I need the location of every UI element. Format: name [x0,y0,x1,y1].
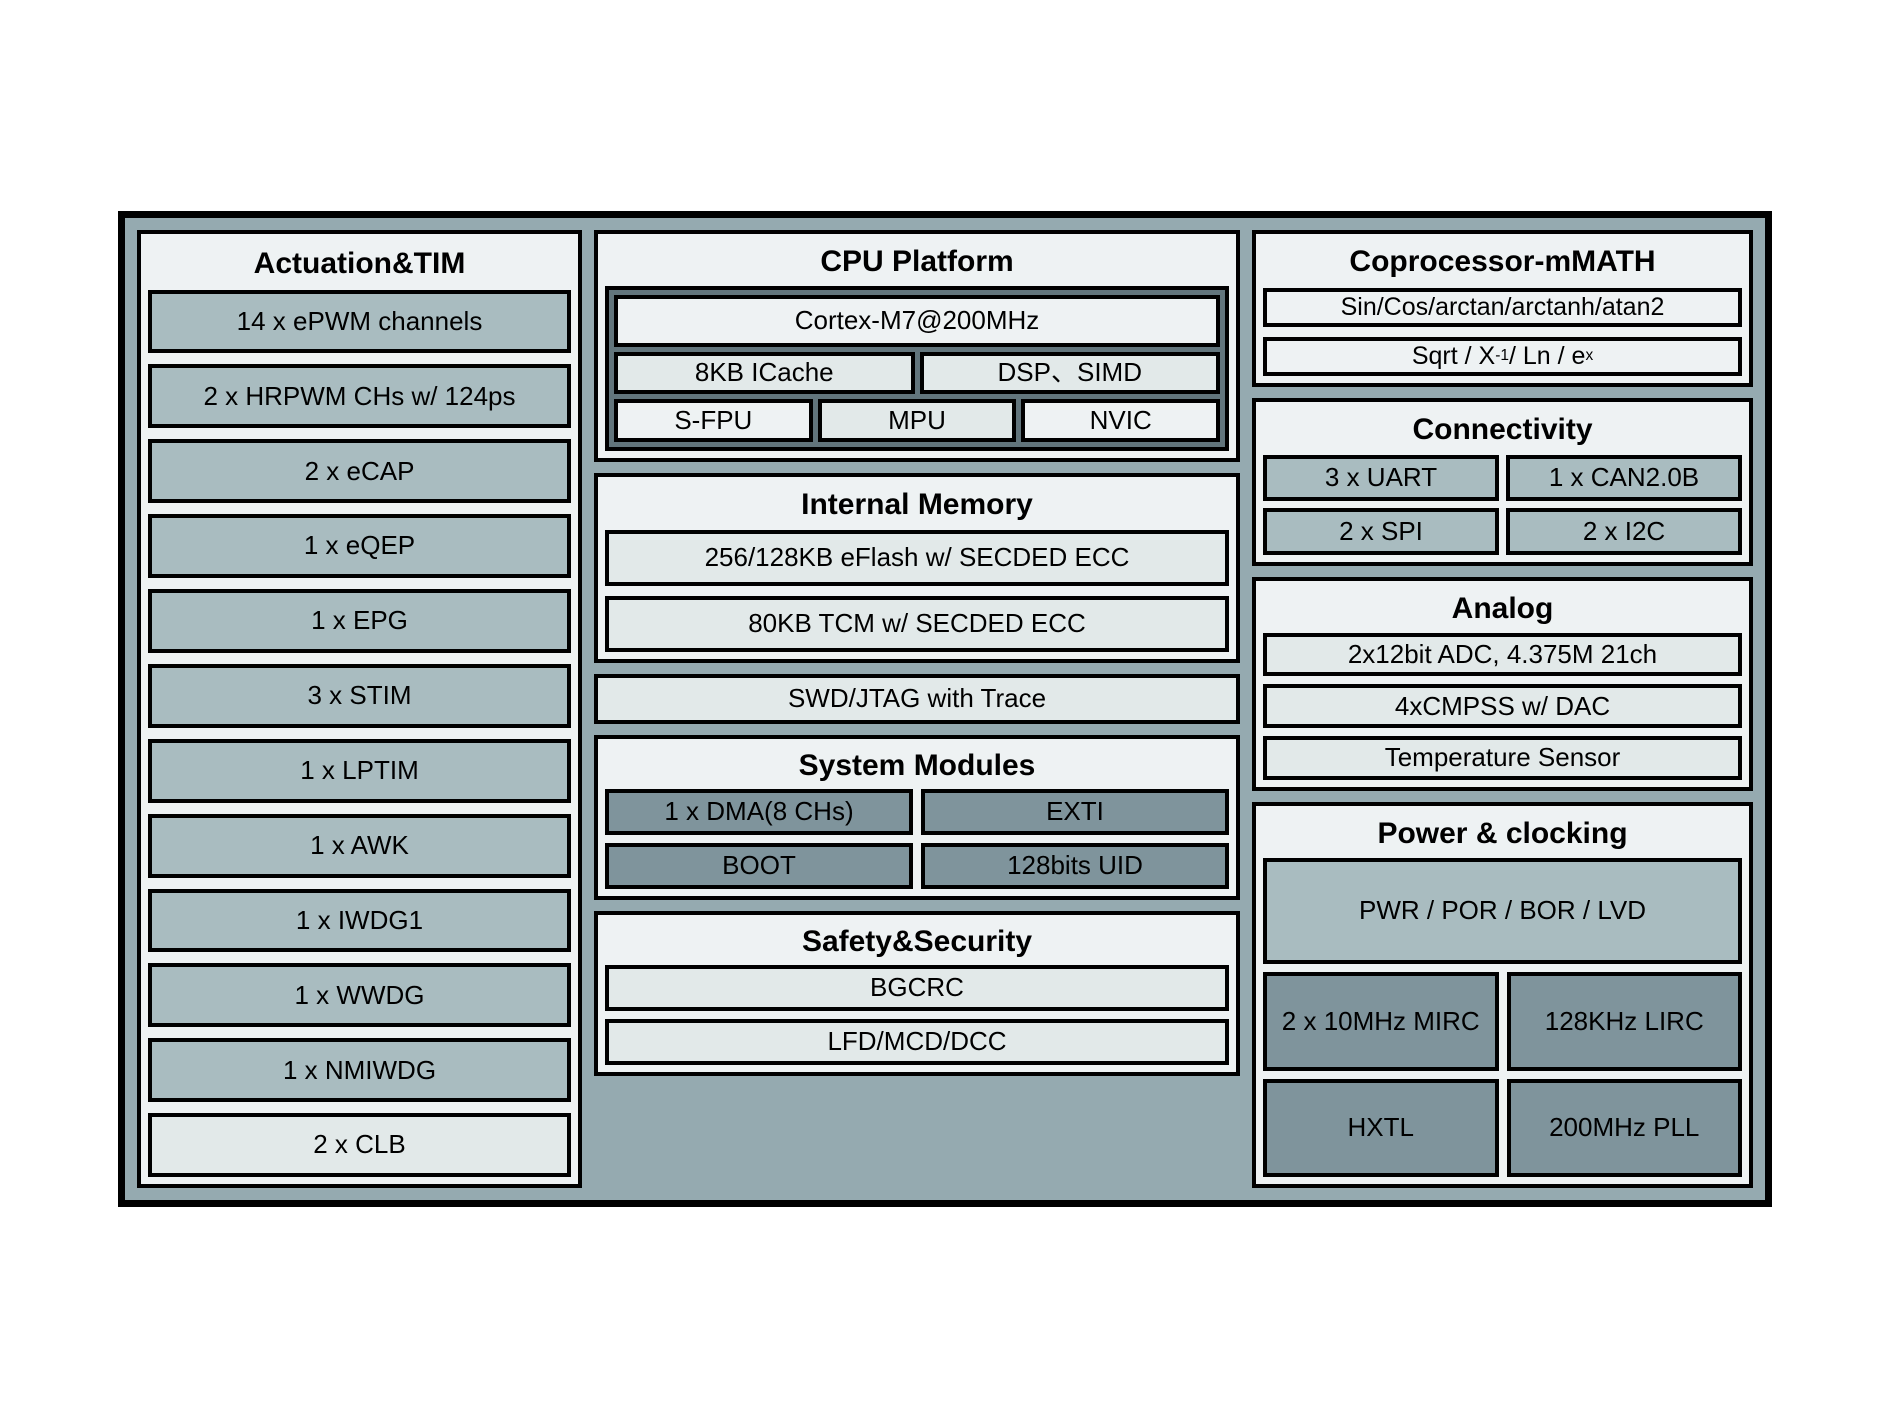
memory-item-list: 256/128KB eFlash w/ SECDED ECC 80KB TCM … [605,529,1229,652]
coprocessor-item-list: Sin/Cos/arctan/arctanh/atan2 Sqrt / X-1 … [1263,287,1742,376]
group-analog: Analog 2x12bit ADC, 4.375M 21ch 4xCMPSS … [1252,577,1753,791]
group-title-analog: Analog [1451,592,1554,625]
group-power-clocking: Power & clocking PWR / POR / BOR / LVD 2… [1252,802,1753,1188]
cell-wwdg[interactable]: 1 x WWDG [148,963,571,1028]
conn-row-uart-can: 3 x UART 1 x CAN2.0B [1263,454,1742,502]
cell-can[interactable]: 1 x CAN2.0B [1506,454,1742,502]
cell-cmpss-dac[interactable]: 4xCMPSS w/ DAC [1263,684,1742,729]
cell-clb[interactable]: 2 x CLB [148,1113,571,1177]
power-clocking-grid: PWR / POR / BOR / LVD 2 x 10MHz MIRC 128… [1263,857,1742,1177]
cell-awk[interactable]: 1 x AWK [148,813,571,878]
sysmod-row-boot-uid: BOOT 128bits UID [605,842,1229,889]
cell-hrpwm-chs[interactable]: 2 x HRPWM CHs w/ 124ps [148,364,571,429]
cpu-row-cache-dsp: 8KB ICache DSP、SIMD [614,351,1220,395]
cell-lptim[interactable]: 1 x LPTIM [148,738,571,803]
connectivity-grid: 3 x UART 1 x CAN2.0B 2 x SPI 2 x I2C [1263,454,1742,555]
group-title-system-modules: System Modules [798,749,1036,782]
cell-pwr-por-bor-lvd[interactable]: PWR / POR / BOR / LVD [1263,857,1742,964]
analog-item-list: 2x12bit ADC, 4.375M 21ch 4xCMPSS w/ DAC … [1263,632,1742,781]
group-connectivity: Connectivity 3 x UART 1 x CAN2.0B 2 x SP… [1252,398,1753,566]
conn-row-spi-i2c: 2 x SPI 2 x I2C [1263,508,1742,555]
cell-nmiwdg[interactable]: 1 x NMIWDG [148,1038,571,1103]
safety-item-list: BGCRC LFD/MCD/DCC [605,964,1229,1065]
cell-trig-functions[interactable]: Sin/Cos/arctan/arctanh/atan2 [1263,287,1742,327]
cell-s-fpu[interactable]: S-FPU [614,399,813,442]
cell-pll[interactable]: 200MHz PLL [1506,1078,1742,1177]
cell-uart[interactable]: 3 x UART [1263,454,1499,502]
group-title-internal-memory: Internal Memory [801,488,1033,521]
group-coprocessor-mmath: Coprocessor-mMATH Sin/Cos/arctan/arctanh… [1252,230,1753,387]
cell-mirc[interactable]: 2 x 10MHz MIRC [1263,972,1499,1071]
group-title-actuation-tim: Actuation&TIM [253,247,466,280]
cell-ecap[interactable]: 2 x eCAP [148,439,571,504]
cell-icache[interactable]: 8KB ICache [614,351,915,395]
cell-nvic[interactable]: NVIC [1021,399,1221,442]
cell-lirc[interactable]: 128KHz LIRC [1506,972,1742,1071]
cell-iwdg1[interactable]: 1 x IWDG1 [148,888,571,953]
formula-part2: / Ln / e [1508,342,1586,371]
cell-dsp-simd[interactable]: DSP、SIMD [919,351,1220,395]
cell-i2c[interactable]: 2 x I2C [1506,508,1742,555]
cell-lfd-mcd-dcc[interactable]: LFD/MCD/DCC [605,1018,1229,1065]
power-row-hxtl-pll: HXTL 200MHz PLL [1263,1078,1742,1177]
cell-stim[interactable]: 3 x STIM [148,663,571,728]
cell-exti[interactable]: EXTI [921,788,1229,835]
cell-128bits-uid[interactable]: 128bits UID [921,842,1229,889]
group-actuation-tim: Actuation&TIM 14 x ePWM channels 2 x HRP… [137,230,582,1188]
cell-epg[interactable]: 1 x EPG [148,589,571,653]
group-title-coprocessor-mmath: Coprocessor-mMATH [1349,245,1656,278]
cell-spi[interactable]: 2 x SPI [1263,508,1499,555]
cell-mpu[interactable]: MPU [817,399,1017,442]
cpu-row-fpu-mpu-nvic: S-FPU MPU NVIC [614,399,1221,442]
group-safety-security: Safety&Security BGCRC LFD/MCD/DCC [594,911,1240,1076]
cell-temperature-sensor[interactable]: Temperature Sensor [1263,736,1742,780]
column-core: CPU Platform Cortex-M7@200MHz 8KB ICache… [594,230,1240,1188]
chip-block-diagram-frame: Actuation&TIM 14 x ePWM channels 2 x HRP… [118,211,1772,1207]
actuation-item-list: 14 x ePWM channels 2 x HRPWM CHs w/ 124p… [148,289,571,1177]
cell-boot[interactable]: BOOT [605,842,913,889]
cell-bgcrc[interactable]: BGCRC [605,964,1229,1011]
cell-cortex-m7[interactable]: Cortex-M7@200MHz [614,294,1220,347]
group-internal-memory: Internal Memory 256/128KB eFlash w/ SECD… [594,473,1240,663]
cell-swd-jtag-trace[interactable]: SWD/JTAG with Trace [594,674,1240,724]
cell-epwm-channels[interactable]: 14 x ePWM channels [148,289,571,354]
group-system-modules: System Modules 1 x DMA(8 CHs) EXTI BOOT … [594,735,1240,900]
cell-tcm[interactable]: 80KB TCM w/ SECDED ECC [605,595,1229,652]
cell-hxtl[interactable]: HXTL [1263,1078,1499,1177]
system-modules-grid: 1 x DMA(8 CHs) EXTI BOOT 128bits UID [605,788,1229,889]
formula-part1: Sqrt / X [1411,342,1496,371]
group-title-connectivity: Connectivity [1412,413,1593,446]
group-title-cpu-platform: CPU Platform [820,245,1014,278]
cell-adc[interactable]: 2x12bit ADC, 4.375M 21ch [1263,632,1742,677]
group-title-safety-security: Safety&Security [801,925,1033,958]
column-actuation: Actuation&TIM 14 x ePWM channels 2 x HRP… [137,230,582,1188]
sysmod-row-dma-exti: 1 x DMA(8 CHs) EXTI [605,788,1229,835]
cell-dma[interactable]: 1 x DMA(8 CHs) [605,788,913,835]
group-cpu-platform: CPU Platform Cortex-M7@200MHz 8KB ICache… [594,230,1240,462]
column-peripherals: Coprocessor-mMATH Sin/Cos/arctan/arctanh… [1252,230,1753,1188]
power-row-mirc-lirc: 2 x 10MHz MIRC 128KHz LIRC [1263,972,1742,1071]
group-title-power-clocking: Power & clocking [1377,817,1628,850]
cell-eflash[interactable]: 256/128KB eFlash w/ SECDED ECC [605,529,1229,586]
cell-eqep[interactable]: 1 x eQEP [148,514,571,578]
cpu-inner-frame: Cortex-M7@200MHz 8KB ICache DSP、SIMD S-F… [605,285,1229,451]
